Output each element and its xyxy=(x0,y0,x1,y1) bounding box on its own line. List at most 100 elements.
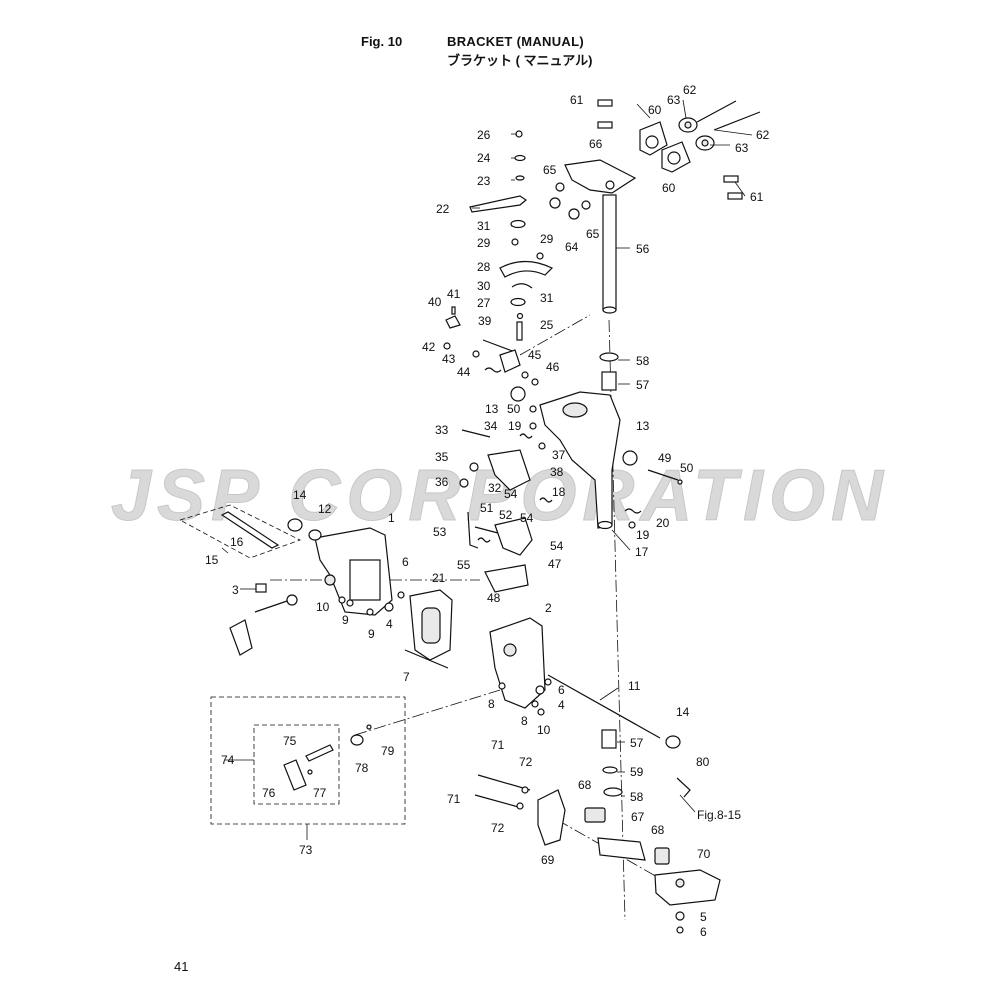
centerline-lower xyxy=(354,689,501,736)
callout-labels: 1 2 3 4 4 5 6 6 6 7 8 8 9 9 10 10 11 12 … xyxy=(205,83,770,939)
kit-box-73 xyxy=(210,696,406,825)
callout-15: 15 xyxy=(205,553,219,567)
callout-61: 61 xyxy=(570,93,584,107)
callout-22: 22 xyxy=(436,202,450,216)
callout-17: 17 xyxy=(635,545,649,559)
callout-69: 69 xyxy=(541,853,555,867)
callout-6: 6 xyxy=(558,683,565,697)
callout-26: 26 xyxy=(477,128,491,142)
tilt-pin-lower xyxy=(254,599,291,613)
callout-60: 60 xyxy=(662,181,676,195)
callout-65: 65 xyxy=(543,163,557,177)
clamp-bracket-1 xyxy=(314,527,393,616)
tilt-rod-16 xyxy=(220,511,280,549)
nut-65-right xyxy=(581,200,591,210)
pin-79 xyxy=(366,724,372,730)
spring-19-left xyxy=(529,422,537,430)
ring-59 xyxy=(602,766,618,774)
thrust-plate-70 xyxy=(654,869,721,906)
nut-46 xyxy=(531,378,539,386)
callout-62: 62 xyxy=(756,128,770,142)
nut-50-left xyxy=(529,405,537,413)
bolt-8-upper xyxy=(498,682,506,690)
bolt-61-bottom xyxy=(727,192,743,200)
callout-47: 47 xyxy=(548,557,562,571)
spring-77 xyxy=(307,769,313,775)
spring-20 xyxy=(624,508,642,514)
tilt-plate-28 xyxy=(499,260,554,278)
callout-78: 78 xyxy=(355,761,369,775)
callout-58: 58 xyxy=(630,790,644,804)
callout-38: 38 xyxy=(550,465,564,479)
spring-18 xyxy=(539,497,553,503)
lever-32 xyxy=(487,449,531,491)
callout-68: 68 xyxy=(651,823,665,837)
callout-13: 13 xyxy=(636,419,650,433)
callout-53: 53 xyxy=(433,525,447,539)
callout-46: 46 xyxy=(546,360,560,374)
nut-72-upper xyxy=(521,786,529,794)
callout-5: 5 xyxy=(700,910,707,924)
callout-36: 36 xyxy=(435,475,449,489)
callout-80: 80 xyxy=(696,755,710,769)
callout-40: 40 xyxy=(428,295,442,309)
callout-10: 10 xyxy=(316,600,330,614)
pin-29-left xyxy=(511,238,519,246)
callout-60: 60 xyxy=(648,103,662,117)
pin-49 xyxy=(647,469,679,481)
callout-31: 31 xyxy=(540,291,554,305)
header: Fig. 10 BRACKET (MANUAL) ブラケット ( マニュアル) xyxy=(0,0,1000,70)
pin-25 xyxy=(516,321,523,341)
washer-58-upper xyxy=(599,352,619,362)
callout-3: 3 xyxy=(232,583,239,597)
bushing-57-upper xyxy=(601,371,617,391)
lock-lever-76 xyxy=(283,759,307,791)
bolt-6-bottom xyxy=(676,926,684,934)
callout-14: 14 xyxy=(293,488,307,502)
callout-41: 41 xyxy=(447,287,461,301)
callout-56: 56 xyxy=(636,242,650,256)
washer-31-upper xyxy=(510,219,526,229)
washer-10-left xyxy=(338,596,346,604)
callout-71: 71 xyxy=(491,738,505,752)
callout-67: 67 xyxy=(631,810,645,824)
callout-34: 34 xyxy=(484,419,498,433)
callout-25: 25 xyxy=(540,318,554,332)
block-68-left xyxy=(584,807,606,823)
callout-6: 6 xyxy=(700,925,707,939)
callout-54: 54 xyxy=(504,487,518,501)
washer-58-lower xyxy=(603,787,623,797)
callout-6: 6 xyxy=(402,555,409,569)
spring-53 xyxy=(467,511,479,549)
callout-19: 19 xyxy=(636,528,650,542)
washer-10-right xyxy=(537,708,545,716)
callout-28: 28 xyxy=(477,260,491,274)
kit-box-15 xyxy=(178,504,302,559)
callout-43: 43 xyxy=(442,352,456,366)
callout-1: 1 xyxy=(388,511,395,525)
bolt-61-left xyxy=(597,121,613,129)
callout-24: 24 xyxy=(477,151,491,165)
bolt-61-right xyxy=(723,175,739,183)
callout-32: 32 xyxy=(488,481,502,495)
figure-title-en: BRACKET (MANUAL) xyxy=(447,34,584,49)
washer-43 xyxy=(472,350,480,358)
pin-51 xyxy=(474,526,499,534)
ring-27 xyxy=(516,312,524,320)
callout-30: 30 xyxy=(477,279,491,293)
nut-64-left xyxy=(549,197,561,209)
clamp-bracket-2 xyxy=(489,617,546,709)
callout-20: 20 xyxy=(656,516,670,530)
callout-7: 7 xyxy=(403,670,410,684)
pin-75 xyxy=(305,744,334,762)
steering-shaft-56 xyxy=(602,194,617,314)
nut-37 xyxy=(538,442,546,450)
nut-9-left xyxy=(346,599,354,607)
tube-11 xyxy=(547,674,661,739)
callout-35: 35 xyxy=(435,450,449,464)
callout-39: 39 xyxy=(478,314,492,328)
callout-19: 19 xyxy=(508,419,522,433)
nut-50-right xyxy=(677,479,683,485)
figure-title-ja: ブラケット ( マニュアル) xyxy=(447,53,593,68)
callout-31: 31 xyxy=(477,219,491,233)
